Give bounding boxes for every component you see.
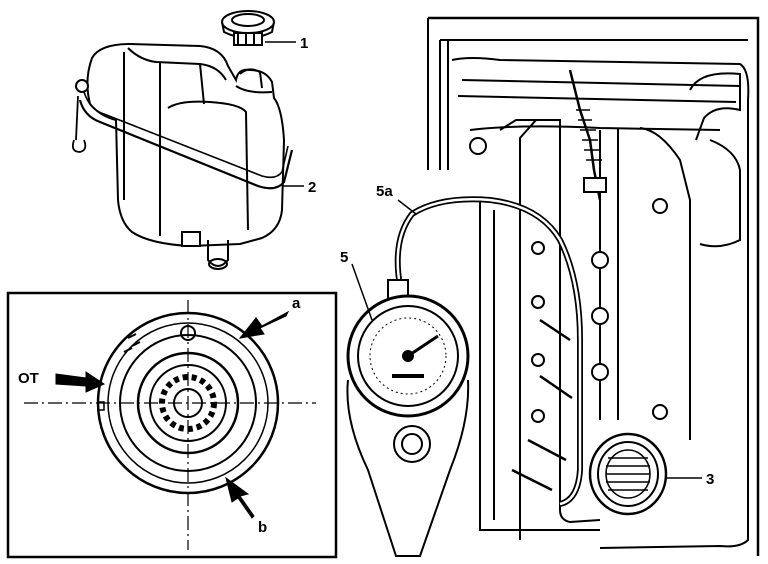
engine-drawing: [427, 16, 760, 556]
arrow-ot-icon: [55, 371, 106, 393]
callout-mark-b: b: [258, 519, 267, 536]
callout-reservoir: 2: [308, 179, 316, 196]
callout-filler-neck: 3: [706, 471, 714, 488]
pressure-tester: [346, 196, 583, 557]
filler-neck: [588, 432, 668, 516]
arrow-b-icon: [225, 476, 255, 519]
reservoir-body: [71, 42, 294, 270]
expansion-tank-drawing: [71, 10, 304, 270]
reservoir-cap: [221, 10, 275, 46]
arrow-a-icon: [238, 310, 290, 339]
callout-cap: 1: [300, 35, 308, 52]
cap-detail-inset: [6, 291, 338, 559]
callout-ot: OT: [18, 370, 39, 387]
callout-mark-a: a: [292, 295, 301, 312]
callout-tester: 5: [340, 249, 348, 266]
callout-hose: 5a: [376, 183, 393, 200]
